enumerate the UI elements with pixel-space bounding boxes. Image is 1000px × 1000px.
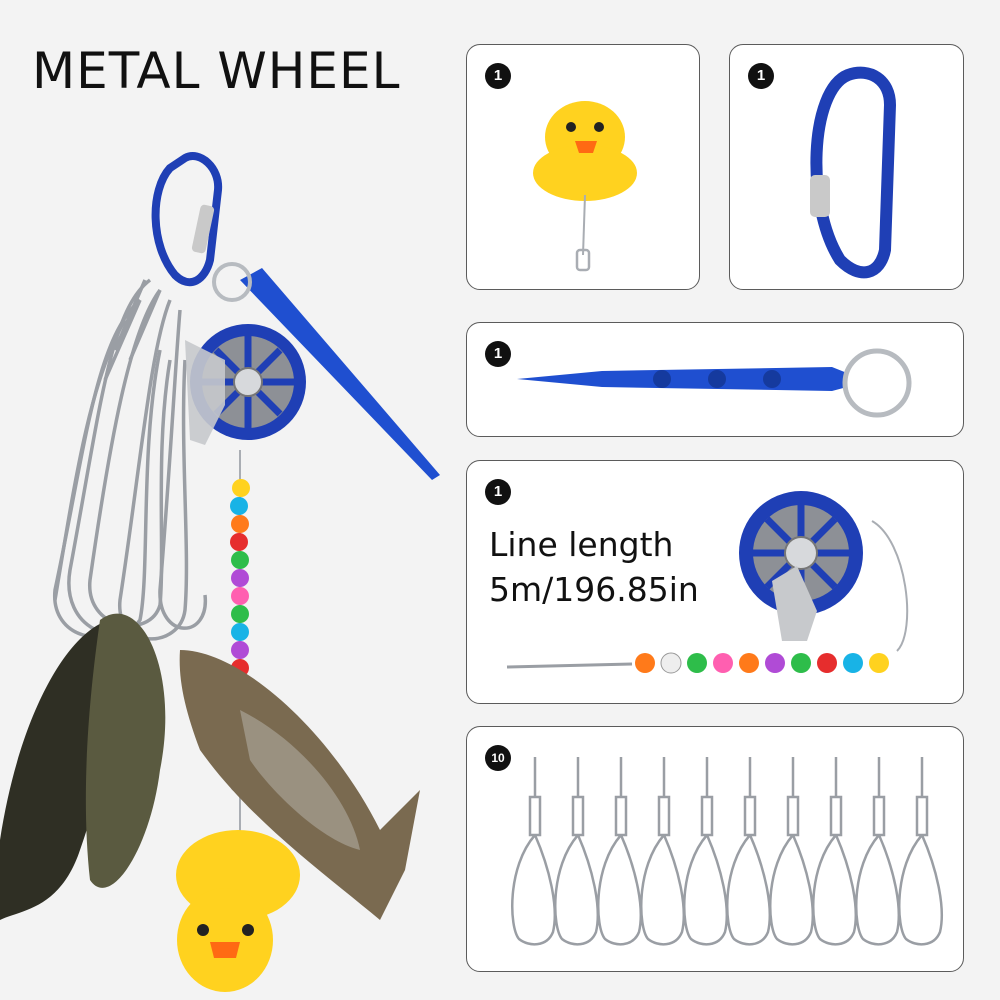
stringer-snap-icon — [812, 757, 858, 946]
stringer-snap-icon — [640, 757, 686, 946]
ground-stake-icon — [212, 262, 440, 480]
stringer-snap-icon — [898, 757, 944, 946]
rubber-duck-float-icon — [176, 830, 300, 992]
line-reel-card: 1 Line length 5m/196.85in — [466, 460, 964, 704]
stringer-snap-icon — [726, 757, 772, 946]
stringer-snap-icon — [683, 757, 729, 946]
carabiner-icon — [810, 66, 897, 279]
stringer-snaps-card: 10 — [466, 726, 964, 972]
line-length-label: Line length 5m/196.85in — [489, 523, 699, 612]
snap-bundle-icon — [53, 278, 207, 641]
stringer-snap-icon — [511, 757, 944, 946]
quantity-badge: 1 — [485, 63, 511, 89]
duck-float-card: 1 — [466, 44, 700, 290]
line-length-title: Line length — [489, 525, 674, 564]
stringer-snap-icon — [597, 757, 643, 946]
ground-stake-card: 1 — [466, 322, 964, 437]
quantity-badge: 10 — [485, 745, 511, 771]
quantity-badge: 1 — [485, 479, 511, 505]
line-reel-icon — [185, 324, 306, 445]
stringer-snap-icon — [855, 757, 901, 946]
carabiner-icon — [151, 152, 223, 287]
ground-stake-icon — [517, 348, 912, 418]
carabiner-card: 1 — [729, 44, 964, 290]
page-title: METAL WHEEL — [32, 42, 401, 100]
rubber-duck-float-icon — [533, 101, 637, 272]
stringer-assembly-image — [0, 152, 440, 992]
fish-icon — [0, 613, 420, 920]
stringer-snap-icon — [769, 757, 815, 946]
stringer-snap-icon — [511, 757, 557, 946]
stringer-snap-icon — [554, 757, 600, 946]
quantity-badge: 1 — [485, 341, 511, 367]
quantity-badge: 1 — [748, 63, 774, 89]
line-length-value: 5m/196.85in — [489, 569, 699, 609]
line-reel-icon — [506, 491, 909, 674]
